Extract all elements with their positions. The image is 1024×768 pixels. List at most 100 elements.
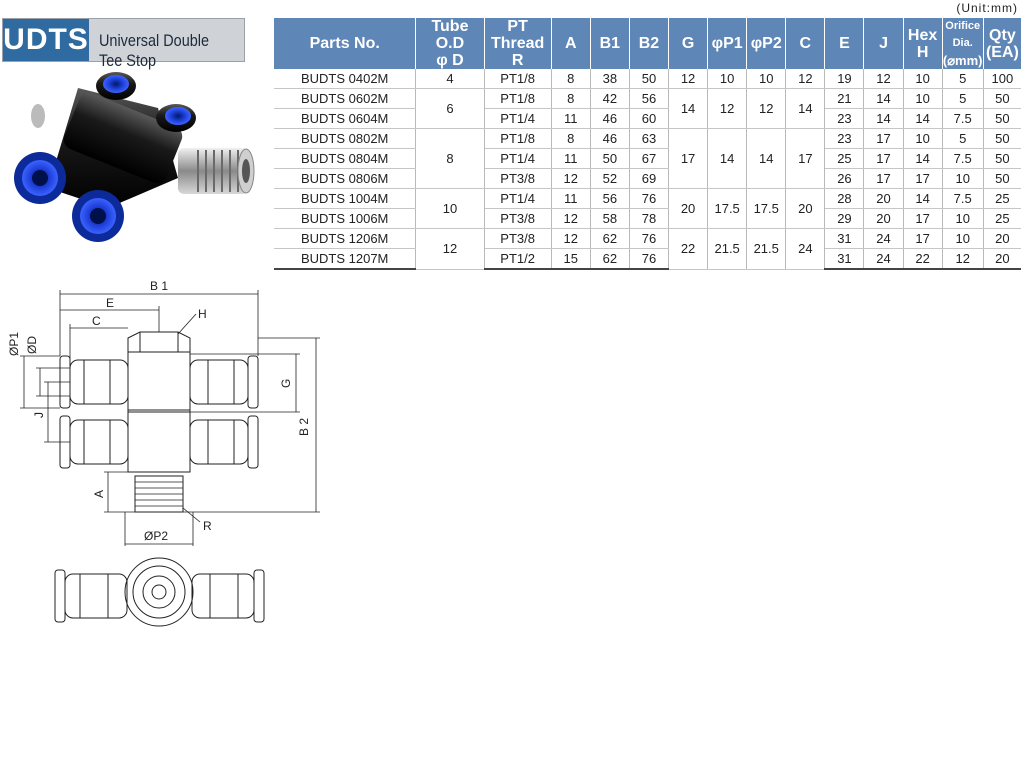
- cell-c: 24: [785, 228, 826, 270]
- cell-c: 14: [785, 88, 826, 129]
- cell-part-no: BUDTS 1004M: [274, 188, 417, 209]
- cell-orifice: 10: [942, 208, 984, 229]
- cell-c: 12: [785, 69, 826, 89]
- cell-a: 11: [551, 148, 591, 169]
- label-e: E: [106, 296, 114, 310]
- cell-qty: 50: [983, 88, 1021, 109]
- cell-e: 23: [824, 108, 865, 129]
- cell-pt-thread: PT1/8: [484, 69, 552, 89]
- cell-c: 17: [785, 128, 826, 189]
- cell-a: 8: [551, 88, 591, 109]
- cell-hex: 10: [903, 128, 943, 149]
- cell-part-no: BUDTS 0602M: [274, 88, 417, 109]
- cell-part-no: BUDTS 1207M: [274, 248, 417, 270]
- cell-e: 19: [824, 69, 865, 89]
- bottom-view-body: [124, 557, 194, 627]
- label-r: R: [203, 519, 212, 533]
- col-j: J: [863, 18, 904, 69]
- cell-b1: 46: [590, 128, 630, 149]
- cell-b1: 62: [590, 228, 630, 249]
- cell-pt-thread: PT3/8: [484, 168, 552, 189]
- cell-b1: 38: [590, 69, 630, 89]
- label-b1: B 1: [150, 279, 168, 293]
- label-p2: ØP2: [144, 529, 168, 543]
- cell-b2: 56: [629, 88, 670, 109]
- cell-b1: 62: [590, 248, 630, 270]
- cell-qty: 50: [983, 128, 1021, 149]
- cell-pt-thread: PT1/4: [484, 108, 552, 129]
- cell-g: 12: [668, 69, 709, 89]
- cell-a: 12: [551, 228, 591, 249]
- col-b1: B1: [590, 18, 630, 69]
- lower-left-fitting-shape: [69, 419, 129, 465]
- cell-b1: 56: [590, 188, 630, 209]
- label-a: A: [92, 490, 106, 498]
- cell-qty: 100: [983, 69, 1021, 89]
- cell-pt-thread: PT3/8: [484, 228, 552, 249]
- cell-a: 12: [551, 208, 591, 229]
- cell-e: 26: [824, 168, 865, 189]
- cell-tube-od: 8: [415, 128, 485, 189]
- cell-hex: 14: [903, 188, 943, 209]
- cell-qty: 50: [983, 148, 1021, 169]
- cell-g: 14: [668, 88, 709, 129]
- cell-orifice: 7.5: [942, 148, 984, 169]
- label-g: G: [279, 379, 293, 388]
- cell-b2: 63: [629, 128, 670, 149]
- cell-b1: 42: [590, 88, 630, 109]
- cell-a: 12: [551, 168, 591, 189]
- cell-qty: 50: [983, 108, 1021, 129]
- cell-tube-od: 12: [415, 228, 485, 270]
- cell-p2: 12: [746, 88, 787, 129]
- label-h: H: [198, 307, 207, 321]
- hex-nut-shape: [127, 331, 191, 353]
- bottom-right-fitting-shape: [191, 573, 255, 619]
- label-c: C: [92, 314, 101, 328]
- label-b2: B 2: [297, 418, 311, 436]
- cell-qty: 25: [983, 188, 1021, 209]
- cell-j: 24: [863, 228, 904, 249]
- cell-tube-od: 10: [415, 188, 485, 229]
- cell-qty: 20: [983, 228, 1021, 249]
- upper-right-fitting-shape: [189, 359, 249, 405]
- cell-p1: 21.5: [707, 228, 748, 270]
- col-g: G: [668, 18, 709, 69]
- col-parts-no: Parts No.: [274, 18, 417, 69]
- cell-j: 20: [863, 188, 904, 209]
- cell-b1: 50: [590, 148, 630, 169]
- cell-hex: 17: [903, 208, 943, 229]
- cell-hex: 10: [903, 88, 943, 109]
- cell-pt-thread: PT3/8: [484, 208, 552, 229]
- cell-g: 22: [668, 228, 709, 270]
- cell-orifice: 7.5: [942, 108, 984, 129]
- cell-orifice: 10: [942, 168, 984, 189]
- cell-p2: 10: [746, 69, 787, 89]
- cell-e: 28: [824, 188, 865, 209]
- cell-orifice: 5: [942, 69, 984, 89]
- cell-orifice: 5: [942, 128, 984, 149]
- cell-a: 15: [551, 248, 591, 270]
- cell-p2: 21.5: [746, 228, 787, 270]
- cell-b2: 50: [629, 69, 670, 89]
- cell-qty: 25: [983, 208, 1021, 229]
- cell-orifice: 5: [942, 88, 984, 109]
- cell-p1: 10: [707, 69, 748, 89]
- cell-p2: 17.5: [746, 188, 787, 229]
- cell-orifice: 10: [942, 228, 984, 249]
- cell-orifice: 7.5: [942, 188, 984, 209]
- cell-part-no: BUDTS 1006M: [274, 208, 417, 229]
- cell-pt-thread: PT1/8: [484, 128, 552, 149]
- cell-b2: 76: [629, 248, 670, 270]
- cell-a: 8: [551, 128, 591, 149]
- cell-part-no: BUDTS 0402M: [274, 69, 417, 89]
- cell-b2: 60: [629, 108, 670, 129]
